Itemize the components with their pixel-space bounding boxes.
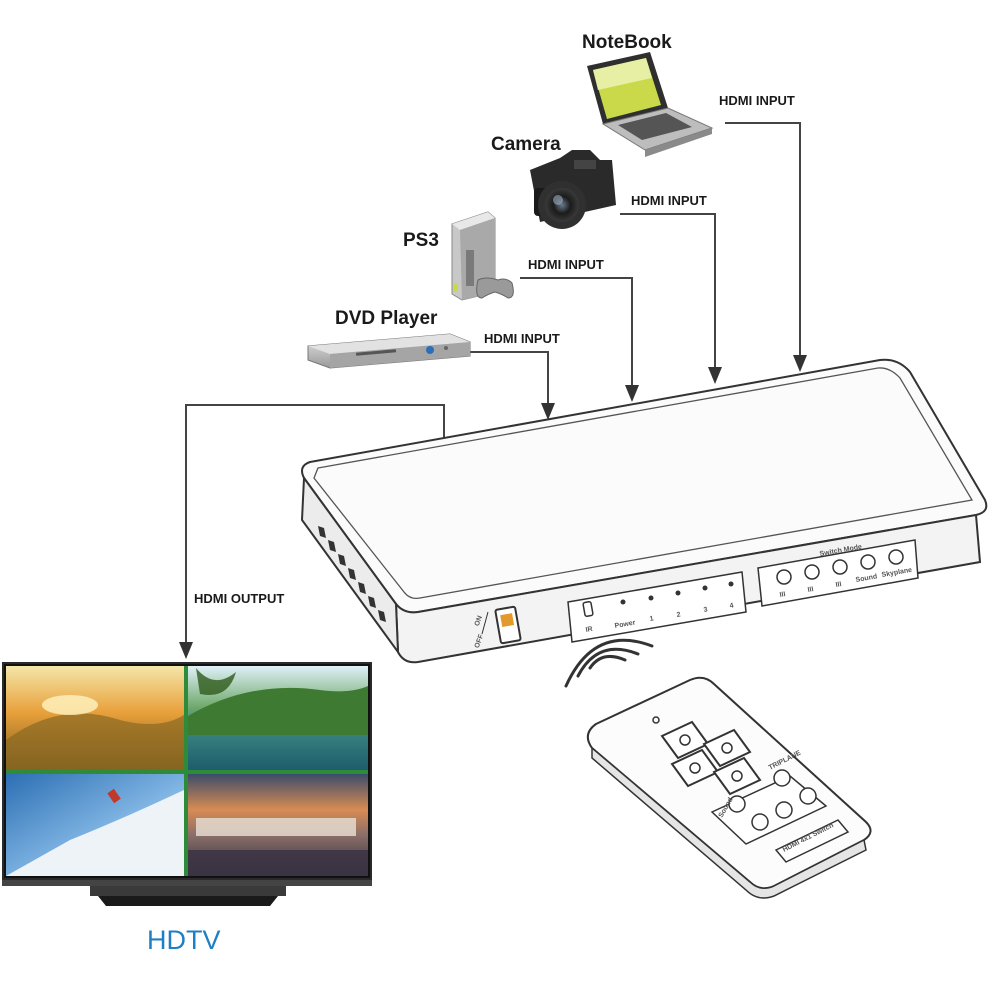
hdmi-input-label-camera: HDMI INPUT (631, 193, 707, 208)
label-off: OFF (474, 633, 486, 649)
label-on: ON (474, 615, 484, 627)
remote-power-led (652, 716, 660, 724)
remote-button-c (799, 787, 817, 805)
hdmi-output-label: HDMI OUTPUT (194, 591, 285, 606)
wire-camera (620, 213, 716, 372)
vent-6 (368, 596, 376, 608)
wire-output (185, 404, 445, 648)
notebook-icon (587, 52, 714, 157)
mode-button-sound (860, 554, 876, 570)
remote-dpad-down (712, 756, 762, 796)
camera-label: Camera (491, 134, 561, 155)
remote-lower-panel (710, 775, 828, 845)
wire-dvd (465, 351, 549, 408)
wire-notebook (725, 122, 801, 360)
wire-ps3 (520, 277, 633, 390)
label-led-3: 3 (703, 606, 708, 614)
dvd-player-label: DVD Player (335, 308, 438, 329)
mode-button-skyplane (888, 549, 904, 565)
ps3-label: PS3 (403, 230, 439, 251)
label-led-4: 4 (729, 602, 734, 610)
remote-button-b (775, 801, 793, 819)
remote-label-box (774, 819, 850, 863)
label-led-1: 1 (649, 615, 654, 623)
arrow-dvd (541, 403, 555, 420)
label-led-2: 2 (676, 611, 681, 619)
vent-1 (318, 526, 326, 538)
vent-3 (338, 554, 346, 566)
connection-lines (185, 122, 801, 648)
led-3 (702, 585, 708, 591)
ir-sensor (582, 600, 594, 618)
arrow-heads (179, 355, 807, 659)
hdmi-input-label-ps3: HDMI INPUT (528, 257, 604, 272)
vent-4 (348, 568, 356, 580)
dvd-player-icon (307, 333, 471, 369)
label-ir: IR (585, 626, 593, 634)
mode-button-1 (776, 569, 792, 585)
hdmi-input-label-dvd: HDMI INPUT (484, 331, 560, 346)
hdtv-icon (2, 662, 372, 906)
switch-side (300, 475, 400, 656)
camera-icon (530, 150, 616, 229)
remote-dpad-right (702, 728, 752, 768)
label-btn-sound: Sound (855, 573, 878, 584)
label-btn-1: III (779, 591, 786, 599)
mode-button-3 (832, 559, 848, 575)
hdtv-label: HDTV (147, 925, 221, 955)
label-btn-3: III (835, 581, 842, 589)
vent-2 (328, 540, 336, 552)
label-power: Power (614, 619, 636, 630)
hdmi-switch-box (300, 358, 988, 664)
hdmi-input-label-notebook: HDMI INPUT (719, 93, 795, 108)
remote-button-triplane (773, 769, 791, 787)
indicator-panel (567, 571, 747, 643)
remote-control-icon: HDMI 4x1 Switch Sound TRIPLANE (564, 638, 872, 899)
ps3-console-icon (451, 211, 514, 301)
vent-5 (358, 582, 366, 594)
arrow-camera (708, 367, 722, 384)
vent-7 (378, 610, 386, 622)
label-btn-2: III (807, 586, 814, 594)
notebook-label: NoteBook (582, 32, 672, 53)
led-power (620, 599, 626, 605)
remote-button-sound (728, 795, 746, 813)
arrow-notebook (793, 355, 807, 372)
mode-button-2 (804, 564, 820, 580)
led-1 (648, 595, 654, 601)
switch-side-vents (318, 526, 386, 622)
arrow-output (179, 642, 193, 659)
arrow-ps3 (625, 385, 639, 402)
led-2 (675, 590, 681, 596)
remote-button-a (751, 813, 769, 831)
led-4 (728, 581, 734, 587)
